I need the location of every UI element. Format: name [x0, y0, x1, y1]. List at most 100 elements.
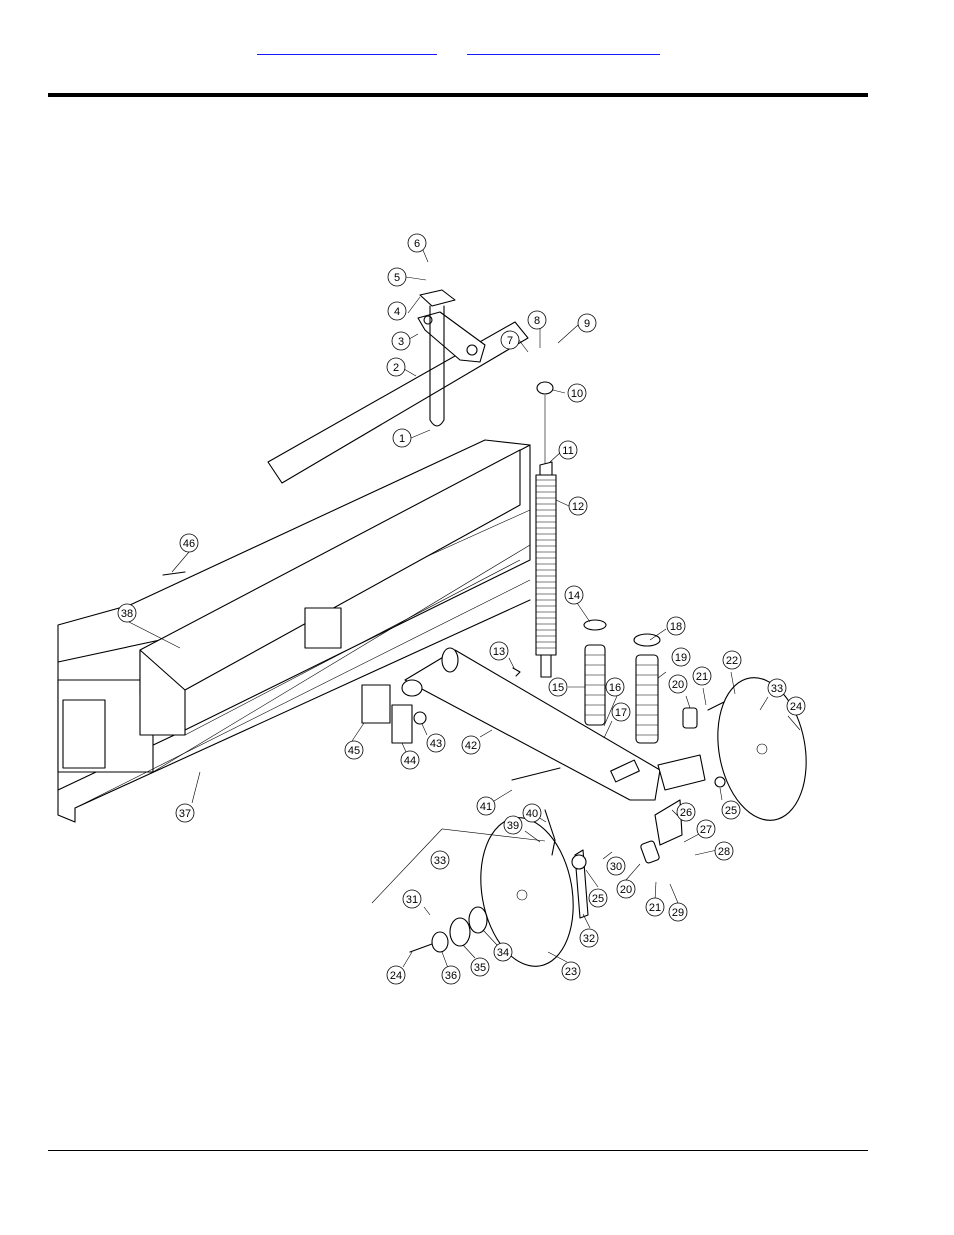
- callout-label: 19: [675, 652, 687, 664]
- callout-label: 37: [179, 808, 191, 820]
- callout-23: 23: [562, 962, 580, 980]
- callout-label: 34: [497, 947, 509, 959]
- callout-label: 15: [552, 682, 564, 694]
- callout-42: 42: [462, 736, 480, 754]
- footer-rule: [48, 1150, 868, 1151]
- callout-label: 43: [430, 738, 442, 750]
- callout-45: 45: [345, 741, 363, 759]
- callout-35: 35: [471, 958, 489, 976]
- callout-label: 32: [583, 933, 595, 945]
- callout-label: 14: [568, 590, 580, 602]
- callout-20: 20: [669, 675, 687, 693]
- callout-25: 25: [722, 801, 740, 819]
- coil-spring: [536, 475, 556, 677]
- callout-label: 33: [771, 683, 783, 695]
- callout-label: 2: [393, 362, 399, 374]
- callout-label: 5: [394, 272, 400, 284]
- callout-39: 39: [504, 816, 522, 834]
- scraper: [655, 800, 682, 845]
- disc-blade-left: [470, 810, 588, 973]
- spring-anchor: [537, 382, 553, 482]
- callout-33: 33: [431, 851, 449, 869]
- callout-label: 23: [565, 966, 577, 978]
- callout-label: 11: [562, 445, 573, 457]
- callout-label: 18: [670, 621, 682, 633]
- callout-21: 21: [693, 667, 711, 685]
- callout-label: 21: [649, 902, 661, 914]
- callout-label: 13: [493, 646, 505, 658]
- callout-17: 17: [612, 703, 630, 721]
- callout-label: 38: [121, 608, 133, 620]
- shank-arm: [402, 648, 660, 800]
- callout-label: 25: [592, 893, 604, 905]
- callout-19: 19: [672, 648, 690, 666]
- callout-label: 16: [609, 682, 621, 694]
- callout-14: 14: [565, 586, 583, 604]
- callout-24: 24: [387, 966, 405, 984]
- hub-stack: [410, 907, 487, 952]
- clamp-plate: [420, 290, 455, 306]
- callout-41: 41: [477, 797, 495, 815]
- callout-4: 4: [388, 302, 406, 320]
- callout-label: 8: [534, 315, 540, 327]
- callout-44: 44: [401, 751, 419, 769]
- callout-9: 9: [578, 314, 596, 332]
- callout-37: 37: [176, 804, 194, 822]
- callout-40: 40: [523, 804, 541, 822]
- callout-label: 35: [474, 962, 486, 974]
- callout-label: 28: [718, 846, 730, 858]
- boot-19: [634, 634, 660, 743]
- callout-label: 7: [507, 335, 513, 347]
- callout-29: 29: [669, 903, 687, 921]
- callout-11: 11: [559, 441, 577, 459]
- disc-blade-right: [707, 671, 817, 828]
- callout-43: 43: [427, 734, 445, 752]
- callout-label: 21: [696, 671, 708, 683]
- spacer-20-lower: [640, 840, 660, 864]
- bolt-46: [163, 572, 185, 575]
- callout-label: 27: [700, 824, 712, 836]
- callout-label: 24: [790, 701, 802, 713]
- callout-label: 1: [399, 433, 405, 445]
- callout-label: 39: [507, 820, 519, 832]
- callout-label: 41: [480, 801, 492, 813]
- callout-16: 16: [606, 678, 624, 696]
- bracket: [418, 312, 485, 362]
- callout-20: 20: [617, 880, 635, 898]
- callout-label: 36: [445, 970, 457, 982]
- callout-label: 4: [394, 306, 400, 318]
- callout-3: 3: [392, 332, 410, 350]
- callout-13: 13: [490, 642, 508, 660]
- callout-label: 26: [680, 807, 692, 819]
- callout-5: 5: [388, 268, 406, 286]
- callout-32: 32: [580, 929, 598, 947]
- callout-33: 33: [768, 679, 786, 697]
- callout-31: 31: [403, 890, 421, 908]
- callout-18: 18: [667, 617, 685, 635]
- callout-12: 12: [569, 497, 587, 515]
- callout-38: 38: [118, 604, 136, 622]
- callout-28: 28: [715, 842, 733, 860]
- callout-15: 15: [549, 678, 567, 696]
- callout-10: 10: [568, 384, 586, 402]
- callout-label: 20: [620, 884, 632, 896]
- callout-label: 42: [465, 740, 477, 752]
- callout-26: 26: [677, 803, 695, 821]
- callout-label: 9: [584, 318, 590, 330]
- callout-label: 44: [404, 755, 416, 767]
- callout-label: 10: [571, 388, 583, 400]
- callout-label: 20: [672, 679, 684, 691]
- callout-label: 31: [406, 894, 418, 906]
- cotter-13: [513, 668, 520, 676]
- callout-8: 8: [528, 311, 546, 329]
- callout-label: 12: [572, 501, 584, 513]
- callout-21: 21: [646, 898, 664, 916]
- callout-1: 1: [393, 429, 411, 447]
- callout-label: 46: [183, 538, 195, 550]
- callout-2: 2: [387, 358, 405, 376]
- callout-label: 17: [615, 707, 627, 719]
- callout-25: 25: [589, 889, 607, 907]
- callout-24: 24: [787, 697, 805, 715]
- callout-label: 22: [726, 655, 738, 667]
- boot-15: [584, 620, 606, 725]
